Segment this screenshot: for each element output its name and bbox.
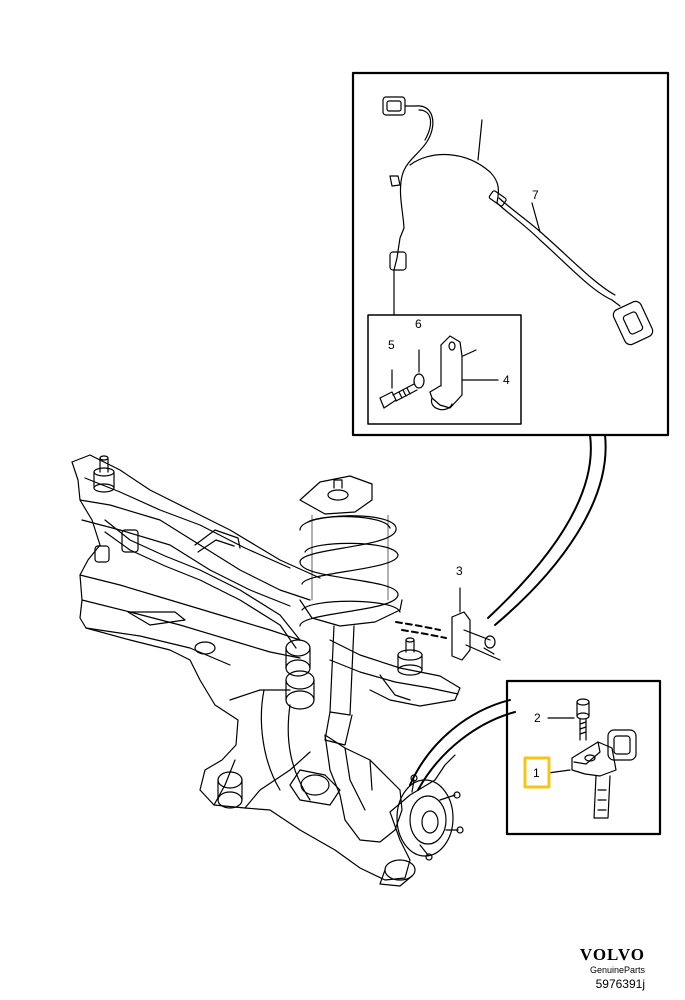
volvo-logo: VOLVO (579, 945, 645, 964)
drawing-number: 5976391j (595, 977, 645, 991)
strut-assembly (299, 475, 403, 746)
bolt-part-5 (379, 383, 418, 409)
callout-4: 4 (503, 373, 510, 387)
wheel-hub (396, 774, 464, 861)
abs-sensor-part-1 (571, 729, 637, 819)
sensor-wire (399, 105, 434, 229)
subframe-mount-right (397, 637, 423, 676)
callout-5: 5 (388, 338, 395, 352)
callout-1-highlight (523, 756, 551, 789)
screw-part-2 (576, 698, 590, 741)
harness-connector-lower (611, 299, 654, 346)
brand-block: VOLVO GenuineParts 5976391j (580, 946, 645, 992)
steering-knuckle (324, 734, 416, 887)
harness-connector-upper (382, 96, 417, 116)
callout-6: 6 (415, 317, 422, 331)
control-arm-bushing (260, 670, 315, 801)
callout-3: 3 (456, 564, 463, 578)
subframe-mount-left (93, 455, 115, 493)
strut-top-mount (299, 475, 373, 515)
callout-7: 7 (532, 188, 539, 202)
stabilizer-bar (104, 519, 301, 641)
coil-spring (299, 515, 399, 627)
subframe (71, 461, 456, 881)
stabilizer-link (285, 639, 311, 677)
washer-part-6 (413, 373, 425, 389)
rear-mount-bushing (217, 771, 243, 809)
callout-2: 2 (534, 711, 541, 725)
brand-subtitle: GenuineParts (589, 965, 645, 975)
sensor-detail-box (505, 679, 662, 836)
harness-detail-box (351, 71, 670, 626)
callout-1: 1 (533, 766, 540, 780)
bracket-detail-box (367, 314, 522, 425)
bracket-part-4 (429, 335, 463, 411)
front-suspension-assembly (71, 454, 516, 887)
bracket-part-3 (395, 587, 501, 661)
